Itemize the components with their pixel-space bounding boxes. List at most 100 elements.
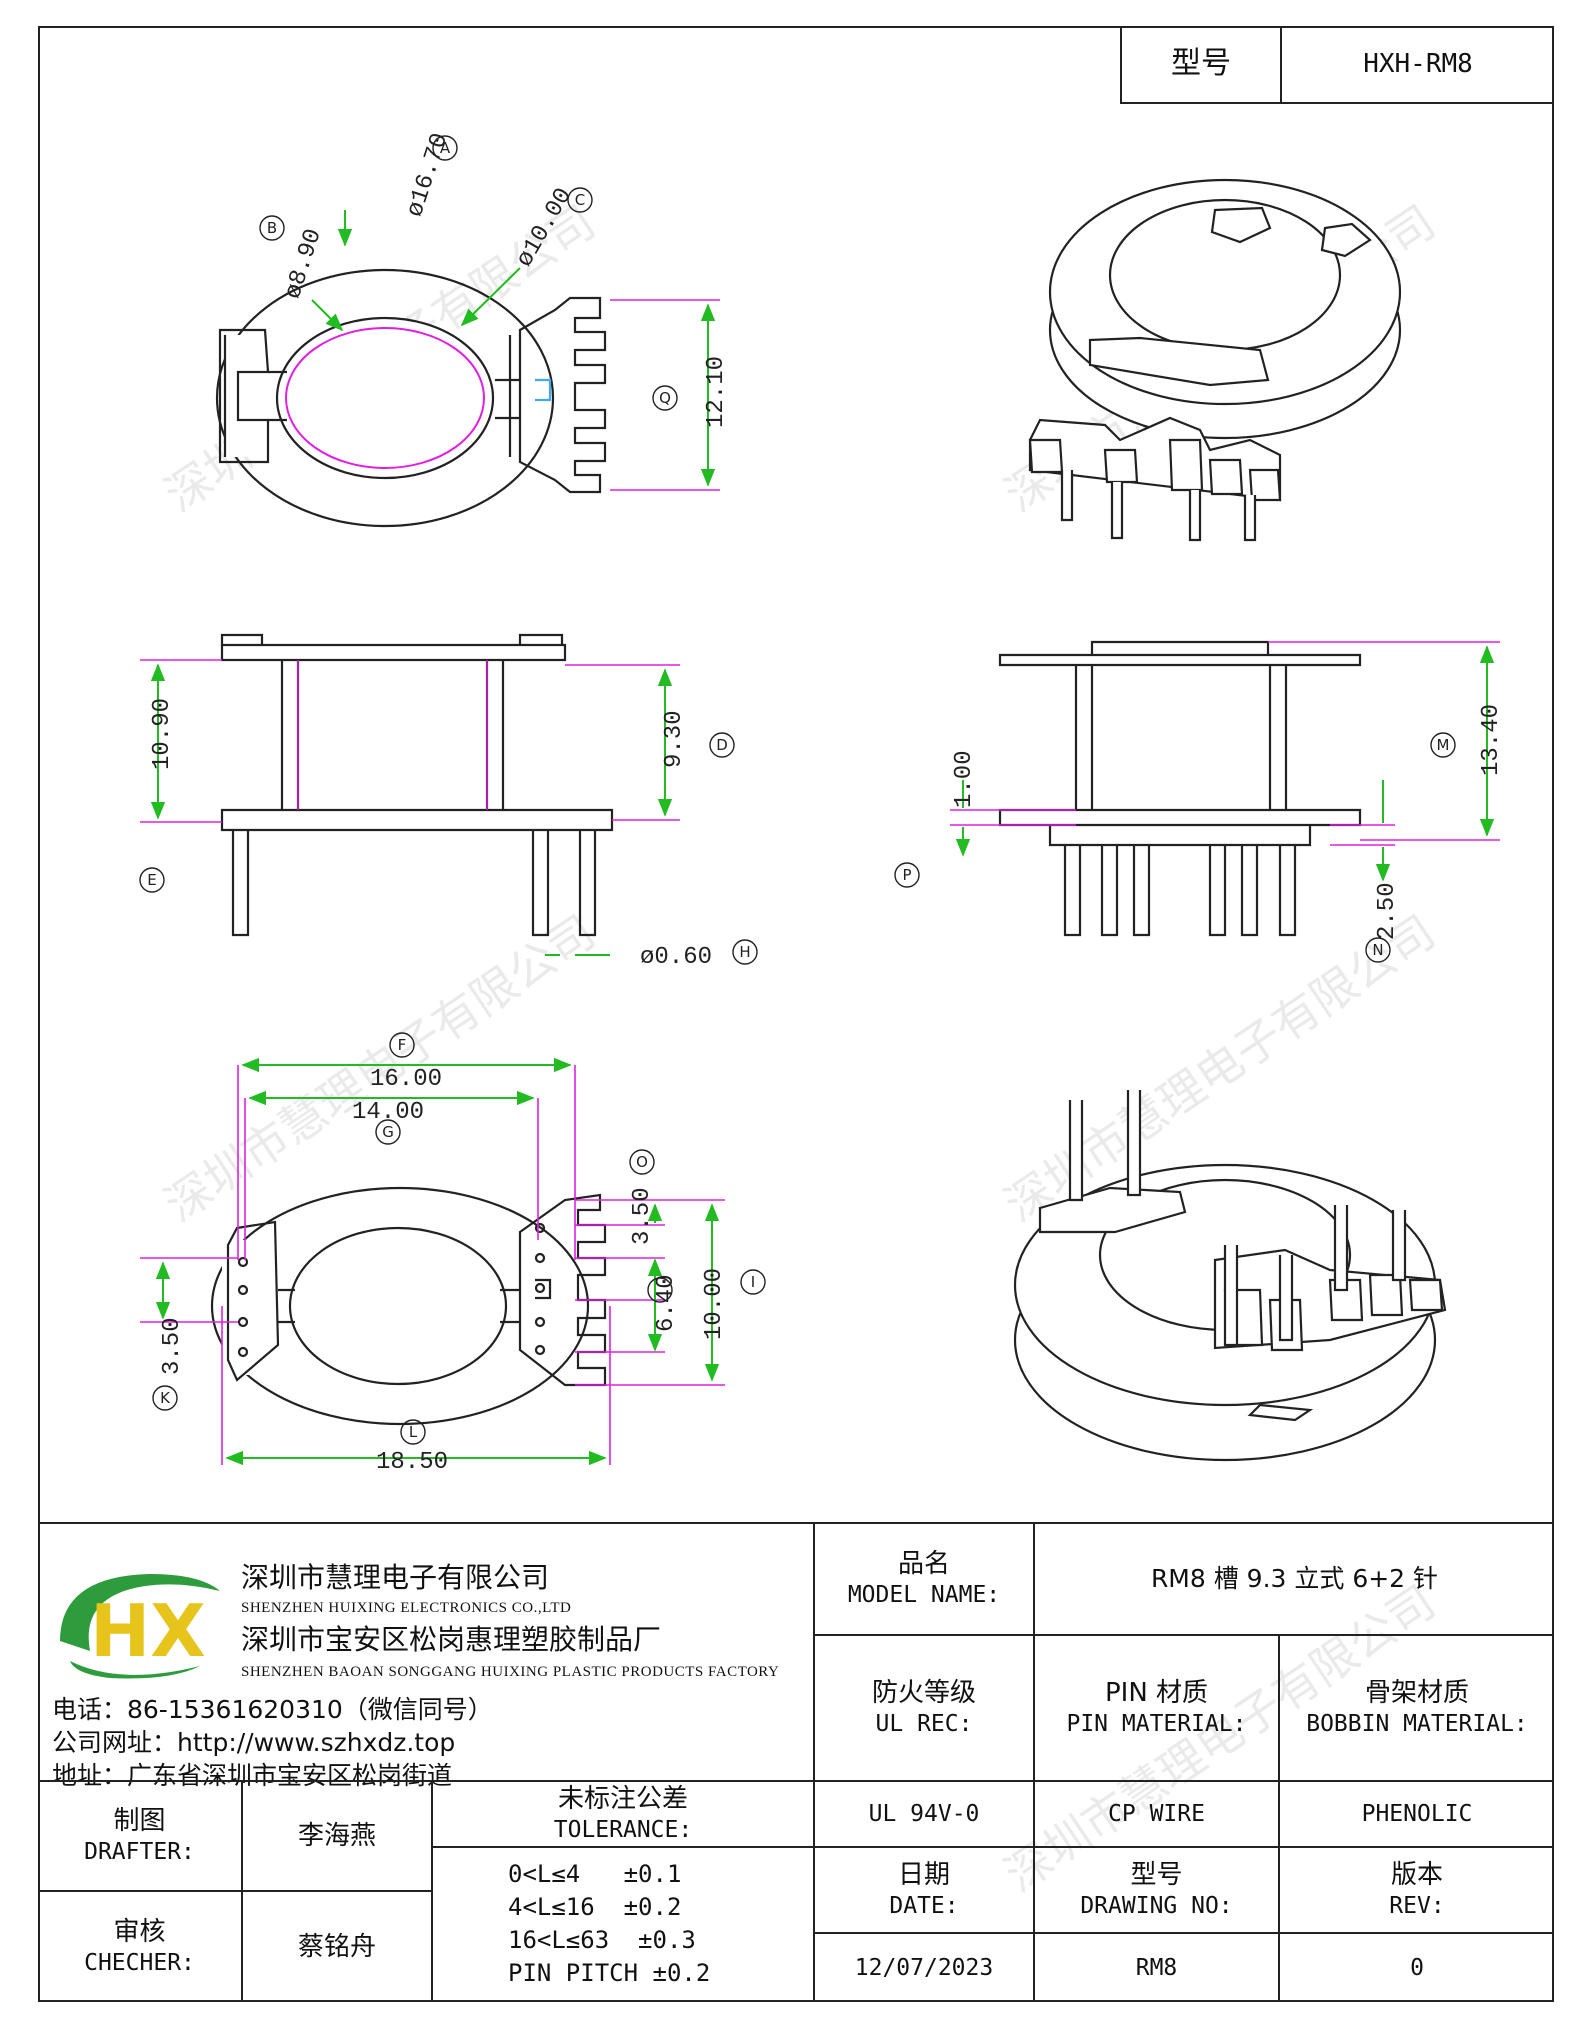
drafter-label: 制图 DRAFTER: [38,1782,241,1890]
dim-e: 10.90 [149,698,176,770]
bobbin-material-cn: 骨架材质 [1364,1678,1469,1709]
grid-line [1278,1634,1280,2002]
callout-b: B [267,219,277,237]
dim-n: 2.50 [1374,882,1401,940]
dim-l: 18.50 [376,1449,448,1476]
rev-cn: 版本 [1390,1860,1443,1891]
top-view-dims [311,210,720,491]
callout-k: K [160,1389,171,1407]
pin-material-cn: PIN 材质 [1104,1678,1209,1709]
drawing-no-en: DRAWING NO: [1080,1892,1233,1919]
drawing-no-cn: 型号 [1130,1860,1183,1891]
callout-d: D [716,736,728,754]
front-view-dims [140,659,680,956]
ul-rec-label: 防火等级 UL REC: [815,1636,1033,1780]
callout-n: N [1372,941,1383,959]
checker-label: 审核 CHECHER: [38,1892,241,2002]
company-address: 地址：广东省深圳市宝安区松岗街道 [52,1761,453,1790]
dim-o: 3.50 [629,1187,656,1245]
company-phone: 电话：86-15361620310（微信同号） [52,1695,493,1724]
drawing-no-value: RM8 [1135,1954,1178,1981]
dim-d: 9.30 [661,710,688,768]
callouts [139,135,1456,1445]
checker-en: CHECHER: [84,1949,195,1976]
dim-g: 14.00 [352,1099,424,1126]
dim-j: 6.40 [653,1274,680,1332]
callout-e: E [147,871,156,889]
grid-line [431,1846,813,1848]
grid-line [38,1890,431,1892]
ul-rec-value: UL 94V-0 [868,1800,980,1827]
drafter-name: 李海燕 [297,1820,376,1851]
tolerance-en: TOLERANCE: [553,1816,693,1843]
grid-line [1033,1524,1035,2002]
grid-line [813,1634,1554,1636]
dim-i: 10.00 [701,1268,728,1340]
checker-name: 蔡铭舟 [297,1931,376,1962]
rev-label: 版本 REV: [1280,1848,1554,1932]
ul-rec-cn: 防火等级 [871,1678,976,1709]
company-name-cn: 深圳市慧理电子有限公司 [241,1561,550,1594]
callout-o: O [636,1153,648,1171]
company-logo: HX [60,1574,220,1679]
dim-b: ø8.90 [280,226,328,303]
bobbin-material-label: 骨架材质 BOBBIN MATERIAL: [1280,1636,1554,1780]
tolerance-cn: 未标注公差 [557,1784,688,1815]
dim-p: 1.00 [951,750,978,808]
grid-line [38,1780,1554,1782]
dim-f: 16.00 [370,1066,442,1093]
drafter-en: DRAFTER: [84,1838,195,1865]
grid-line [241,1780,243,2002]
callout-f: F [398,1036,407,1054]
grid-line [813,1846,1554,1848]
date-value: 12/07/2023 [854,1954,994,1981]
iso-view-top [1028,178,1402,542]
rev-en: REV: [1389,1892,1445,1919]
factory-name-cn: 深圳市宝安区松岗惠理塑胶制品厂 [241,1623,662,1656]
grid-line [813,1524,815,2002]
model-name-cn: 品名 [897,1549,950,1580]
tolerance-rows: 0<L≤4 ±0.1 4<L≤16 ±0.2 16<L≤63 ±0.3 PIN … [508,1858,808,1990]
pin-material-value: CP WIRE [1108,1800,1205,1827]
dim-m: 13.40 [1478,704,1505,776]
model-header-label: 型号 [1122,26,1282,102]
drawing-frame [38,26,1554,2002]
callout-q: Q [659,389,671,407]
rev-value: 0 [1410,1954,1424,1981]
model-header-value: HXH-RM8 [1363,48,1473,79]
model-name-value: RM8 槽 9.3 立式 6+2 针 [1150,1564,1439,1594]
callout-g: G [382,1123,394,1141]
technical-drawing: ø16.70 ø8.90 ø10.00 12.10 10.90 9.30 ø0.… [139,130,1505,1476]
callout-i: I [751,1273,755,1291]
iso-view-bottom [1013,1090,1447,1462]
tolerance-row: 4<L≤16 ±0.2 [508,1893,682,1921]
drafter-cn: 制图 [113,1806,166,1837]
callout-a: A [440,139,451,157]
dim-h: ø0.60 [640,944,712,971]
dim-q: 12.10 [703,356,730,428]
grid-line [431,1780,433,2002]
callout-m: M [1437,736,1450,754]
company-website: 公司网址：http://www.szhxdz.top [52,1728,456,1757]
ul-rec-en: UL REC: [875,1710,973,1737]
logo-letters: HX [90,1589,206,1673]
drawing-no-label: 型号 DRAWING NO: [1035,1848,1278,1932]
side-view-dims [950,641,1500,880]
model-name-label: 品名 MODEL NAME: [815,1524,1033,1634]
factory-name-en: SHENZHEN BAOAN SONGGANG HUIXING PLASTIC … [241,1664,780,1680]
bottom-view-dims [140,1057,725,1466]
front-view [220,633,614,937]
callout-l: L [409,1423,418,1441]
checker-cn: 审核 [113,1917,166,1948]
tolerance-label: 未标注公差 TOLERANCE: [433,1782,813,1846]
date-cn: 日期 [897,1860,950,1891]
callout-c: C [575,191,585,209]
bobbin-material-en: BOBBIN MATERIAL: [1306,1710,1528,1737]
date-label: 日期 DATE: [815,1848,1033,1932]
dim-k: 3.50 [159,1317,186,1375]
pin-material-label: PIN 材质 PIN MATERIAL: [1035,1636,1278,1780]
title-block: HX 深圳市慧理电子有限公司 SHENZHEN HUIXING ELECTRON… [38,1522,1554,2002]
top-view [215,268,607,528]
bobbin-material-value: PHENOLIC [1361,1800,1473,1827]
model-name-en: MODEL NAME: [847,1581,1001,1608]
